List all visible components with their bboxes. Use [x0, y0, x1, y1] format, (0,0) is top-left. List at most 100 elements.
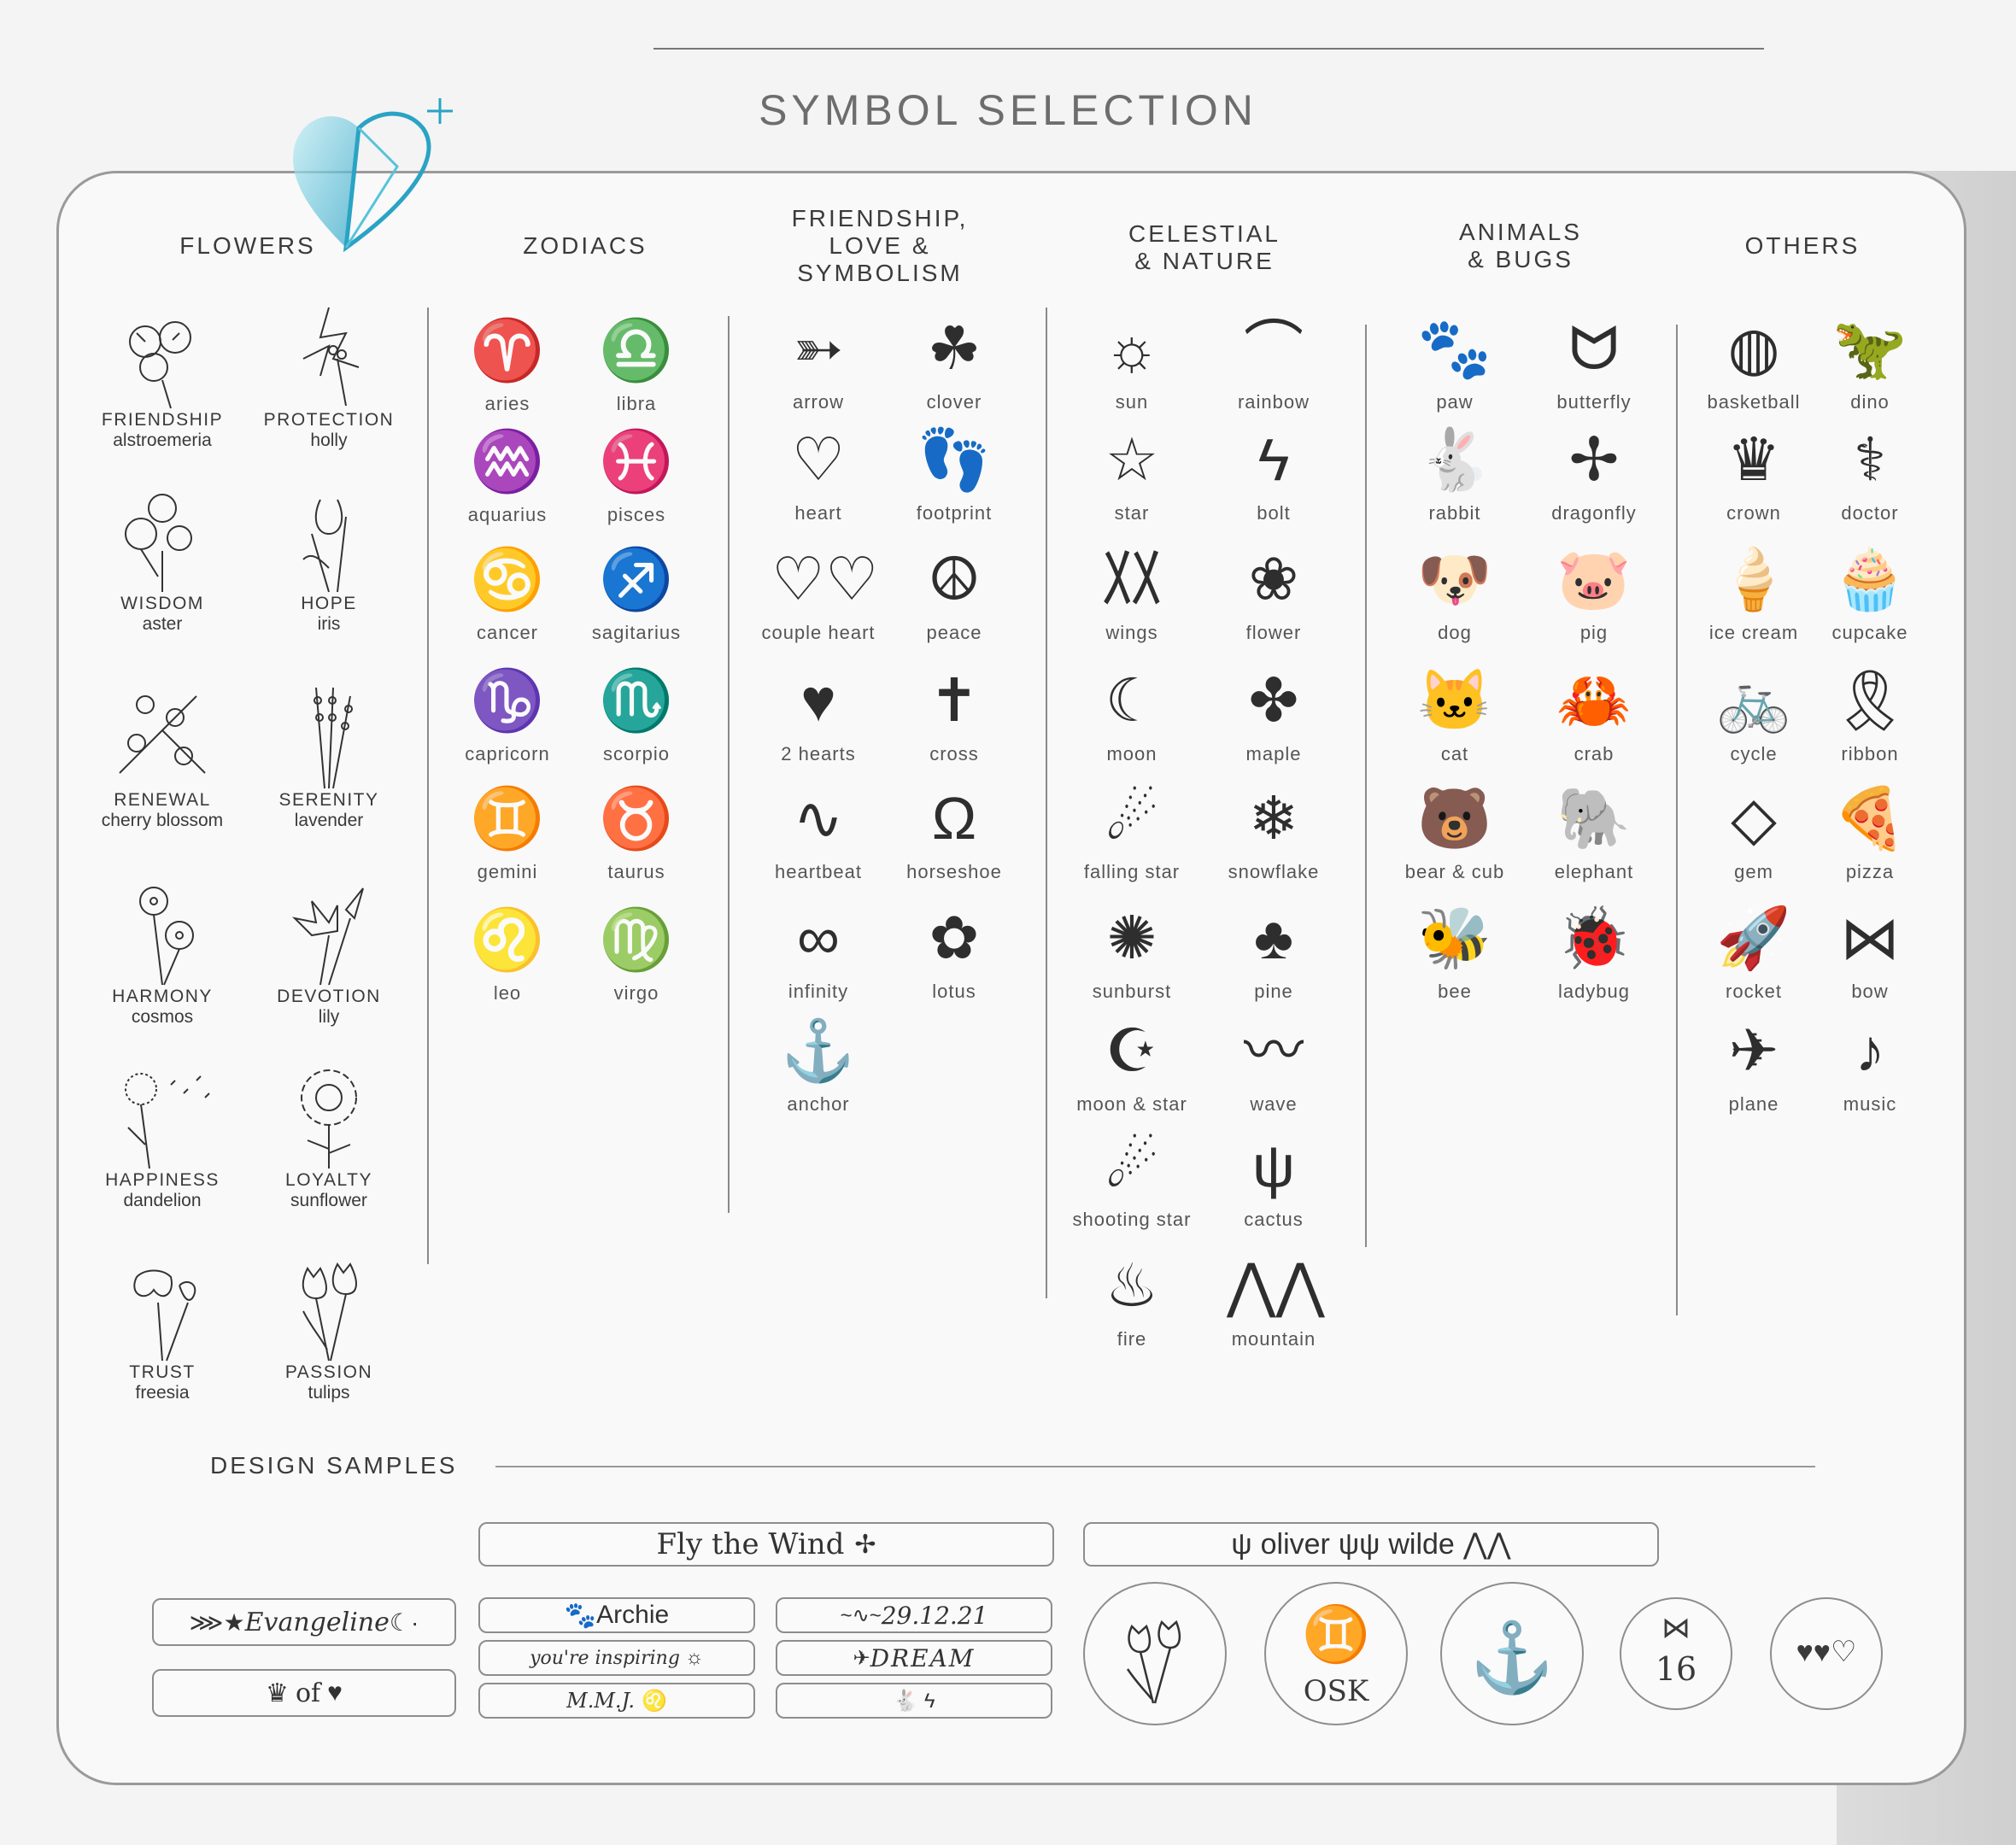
- celestial-label: cactus: [1244, 1209, 1304, 1230]
- others-item: ◇gem: [1677, 776, 1831, 883]
- crown-icon: ♛: [1726, 426, 1781, 493]
- page-title: SYMBOL SELECTION: [759, 86, 1257, 134]
- paw-icon: 🐾: [1417, 315, 1492, 382]
- friendship-label: infinity: [788, 981, 849, 1002]
- others-label: music: [1843, 1093, 1897, 1115]
- friendship-item: ✿lotus: [877, 895, 1031, 1003]
- sample-plane-dream: ✈ DREAM: [776, 1640, 1052, 1676]
- bow-icon: ⋈: [1840, 905, 1900, 971]
- celestial-label: falling star: [1083, 861, 1181, 882]
- animals-heading: ANIMALS& BUGS: [1459, 219, 1582, 272]
- zodiacs-label: scorpio: [603, 743, 670, 764]
- celestial-item: ☼sun: [1055, 306, 1209, 413]
- sample-anchor-circle: ⚓: [1440, 1582, 1584, 1725]
- friendship-label: lotus: [932, 981, 976, 1002]
- animals-label: pig: [1579, 622, 1609, 643]
- iris-icon: [269, 483, 389, 594]
- ribbon-icon: 🎗: [1831, 667, 1908, 734]
- celestial-item: ψ cactus: [1197, 1123, 1351, 1231]
- zodiacs-label: libra: [616, 393, 657, 414]
- sample-crown-of-heart: ♛ of♥: [152, 1669, 456, 1717]
- clover-icon: ☘: [927, 315, 982, 382]
- infinity-icon: ∞: [797, 905, 840, 971]
- cosmos-icon: [103, 876, 222, 987]
- pig-icon: 🐷: [1556, 546, 1632, 612]
- cat-icon: 🐱: [1417, 667, 1492, 734]
- friendship-item: ☮ peace: [877, 536, 1031, 644]
- design-samples-rule: [495, 1466, 1815, 1467]
- animals-item: 🦀crab: [1517, 658, 1671, 765]
- friendship-item: ∿heartbeat: [741, 776, 895, 883]
- sample-gemini-osk-circle: ♊ OSK: [1264, 1582, 1408, 1725]
- aries-icon: ♈: [470, 317, 545, 384]
- peace-icon: ☮: [927, 546, 982, 612]
- sample-inspiring: you're inspiring☼: [478, 1640, 755, 1676]
- celestial-label: mountain: [1231, 1328, 1316, 1350]
- celestial-label: flower: [1245, 622, 1302, 643]
- wave-icon: 〰: [1244, 1017, 1304, 1084]
- zodiacs-item: ♐sagitarius: [560, 536, 713, 644]
- others-label: cycle: [1730, 743, 1778, 764]
- rainbow-icon: ⌒: [1244, 315, 1304, 382]
- celestial-item: ⌒rainbow: [1197, 306, 1351, 413]
- horseshoe-icon: Ω: [931, 785, 977, 852]
- moon-star-icon: ☪: [1105, 1017, 1159, 1084]
- animals-label: crab: [1574, 743, 1615, 764]
- others-label: crown: [1726, 502, 1781, 524]
- friendship-heading: FRIENDSHIP,LOVE &SYMBOLISM: [791, 205, 969, 286]
- basketball-icon: ◍: [1727, 315, 1780, 382]
- celestial-label: pine: [1254, 981, 1293, 1002]
- leo-icon: ♌: [470, 906, 545, 973]
- zodiacs-item: ♒aquarius: [431, 419, 584, 526]
- heart-logo: [293, 98, 453, 253]
- divider-1: [427, 308, 429, 1264]
- flower-icon: ❀: [1248, 546, 1299, 612]
- others-item: 🍕pizza: [1793, 776, 1947, 883]
- friendship-label: couple heart: [761, 622, 876, 643]
- cross-icon: ✝: [929, 667, 980, 734]
- zodiacs-label: capricorn: [465, 743, 550, 764]
- others-label: gem: [1734, 861, 1773, 882]
- friendship-label: peace: [926, 622, 982, 643]
- zodiacs-item: ♏scorpio: [560, 658, 713, 765]
- others-item: ⋈bow: [1793, 895, 1947, 1003]
- celestial-label: moon & star: [1076, 1093, 1187, 1115]
- bow-icon: ⋈: [1661, 1612, 1691, 1644]
- star-icon: ☆: [1105, 426, 1159, 493]
- others-label: dino: [1850, 391, 1890, 413]
- lavender-icon: [269, 679, 389, 790]
- celestial-label: sunburst: [1092, 981, 1172, 1002]
- animals-item: 🐷 pig: [1517, 536, 1671, 644]
- friendship-item: ➳arrow: [741, 306, 895, 413]
- celestial-item: ❄snowflake: [1197, 776, 1351, 883]
- butterfly-icon: ᗢ: [1568, 315, 1620, 382]
- hearts-icon: ♥♥♡: [1796, 1636, 1857, 1668]
- animals-item: 🐝bee: [1378, 895, 1532, 1003]
- animals-item: 🐾paw: [1378, 306, 1532, 413]
- animals-item: 🐞ladybug: [1517, 895, 1671, 1003]
- dragonfly-icon: ✢: [1568, 426, 1620, 493]
- ladybug-icon: 🐞: [1556, 905, 1632, 971]
- others-item: ⚕doctor: [1793, 417, 1947, 524]
- flowers-heading: FLOWERS: [179, 232, 316, 259]
- cactus-icon: ψ: [1252, 1133, 1295, 1199]
- virgo-icon: ♍: [599, 906, 674, 973]
- arrow-icon: ➳: [793, 315, 844, 382]
- celestial-item: ☄shooting star: [1055, 1123, 1209, 1231]
- doctor-icon: ⚕: [1854, 426, 1886, 493]
- zodiacs-label: virgo: [613, 982, 659, 1004]
- friendship-item: ☘clover: [877, 306, 1031, 413]
- zodiacs-item: ♓pisces: [560, 419, 713, 526]
- sample-bow-16-circle: ⋈ 16: [1620, 1597, 1732, 1710]
- others-item: 🍦ice cream: [1677, 536, 1831, 644]
- holly-icon: [269, 299, 389, 410]
- zodiacs-item: ♈aries: [431, 308, 584, 415]
- elephant-icon: 🐘: [1556, 785, 1632, 852]
- rocket-icon: 🚀: [1716, 905, 1791, 971]
- others-label: ice cream: [1708, 622, 1799, 643]
